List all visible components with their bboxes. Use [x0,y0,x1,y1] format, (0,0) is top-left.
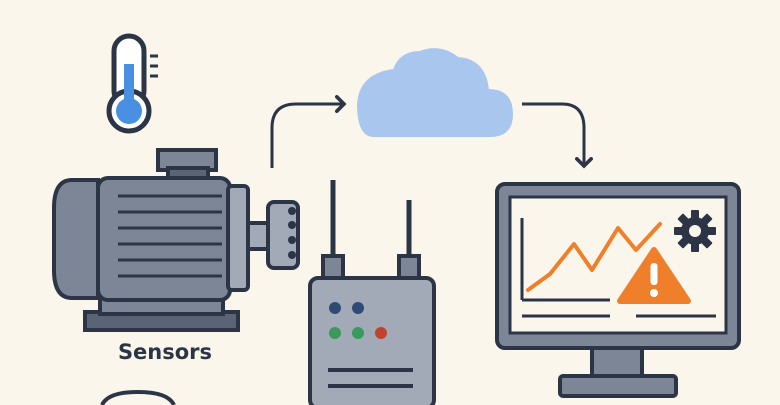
cloud-icon [356,48,514,137]
warning-icon [617,247,691,304]
electric-motor-icon [52,148,300,332]
thermometer-icon [106,33,158,134]
gear-icon [674,210,716,252]
motor-label: Sensors [117,340,213,364]
arrow-cloud-to-monitor [522,102,593,169]
arrow-motor-to-cloud [270,95,347,168]
partial-circle-icon [100,389,176,405]
iot-gateway-icon [308,180,436,405]
monitor-icon [495,182,741,398]
